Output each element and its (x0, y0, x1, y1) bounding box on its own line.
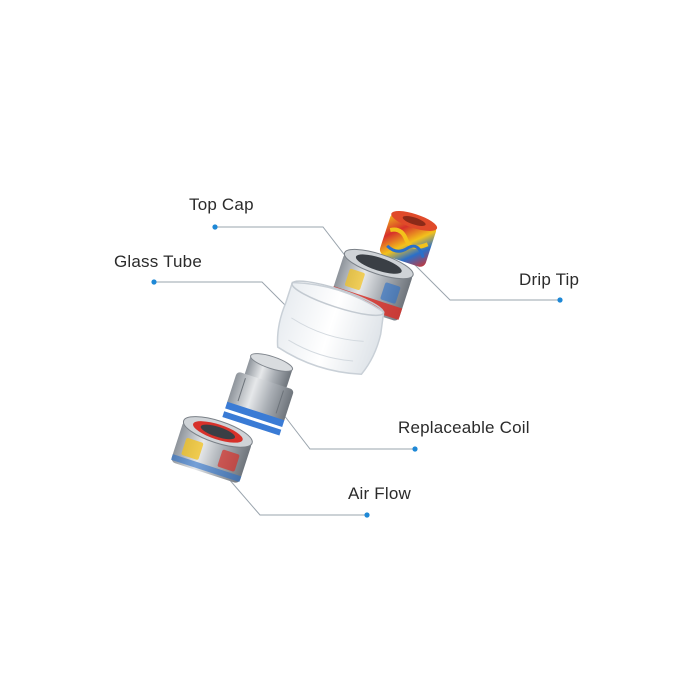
dot-top-cap (212, 224, 218, 230)
dot-drip-tip (557, 297, 563, 303)
label-glass-tube: Glass Tube (114, 252, 202, 271)
label-top-cap: Top Cap (189, 195, 254, 214)
replaceable-coil-part (222, 353, 294, 436)
leader-top-cap (215, 226, 351, 263)
dot-air-flow (364, 512, 370, 518)
dot-replaceable-coil (412, 446, 418, 452)
leader-replaceable-coil (279, 409, 415, 450)
label-replaceable-coil: Replaceable Coil (398, 418, 530, 437)
label-air-flow: Air Flow (348, 484, 411, 503)
leader-dots (151, 224, 563, 518)
leader-glass-tube (154, 281, 301, 321)
air-flow-part (170, 416, 253, 483)
leader-air-flow (227, 477, 367, 516)
glass-tube-part (276, 280, 385, 376)
drip-tip-part (379, 211, 438, 267)
leader-drip-tip (404, 254, 560, 301)
label-drip-tip: Drip Tip (519, 270, 580, 289)
dot-glass-tube (151, 279, 157, 285)
